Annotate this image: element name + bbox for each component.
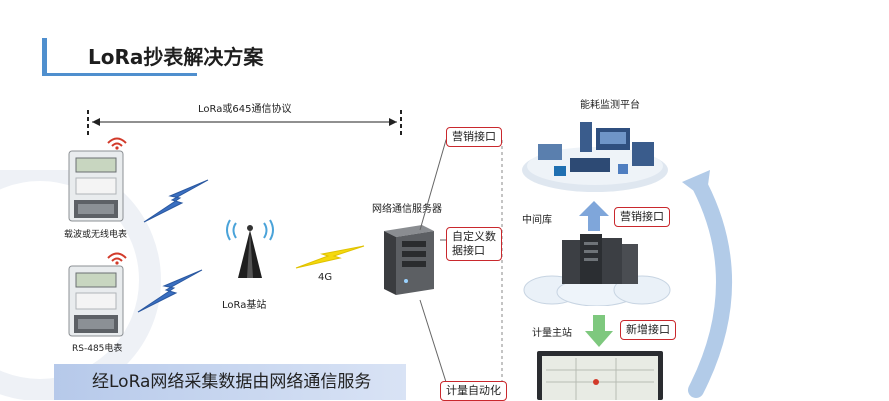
monitor-map-icon <box>537 351 663 400</box>
protocol-dimension-line <box>87 110 402 136</box>
4g-label: 4G <box>318 272 333 283</box>
down-arrow-icon <box>585 315 613 347</box>
carrier-meter-icon <box>68 150 124 222</box>
title-underline <box>42 73 197 76</box>
marketing-interface-badge-2: 营销接口 <box>614 207 670 227</box>
top-meter-label: 载波或无线电表 <box>64 230 128 240</box>
watermark-logo <box>0 170 161 400</box>
network-server-icon <box>384 225 434 295</box>
wireless-signal-icon-2 <box>107 252 127 265</box>
lightning-bolt-icon-2 <box>137 269 203 313</box>
page-title: LoRa抄表解决方案 <box>88 45 264 69</box>
title-accent-bar <box>42 38 47 76</box>
energy-platform-illustration <box>522 122 668 192</box>
lora-base-station-icon <box>226 219 274 278</box>
new-interface-badge: 新增接口 <box>620 320 676 340</box>
server-cluster-cloud-icon <box>523 234 671 306</box>
server-label: 网络通信服务器 <box>372 204 442 215</box>
base-station-label: LoRa基站 <box>222 300 267 311</box>
curved-return-arrow <box>682 170 733 398</box>
master-station-label: 计量主站 <box>532 328 572 339</box>
lightning-bolt-icon <box>143 179 209 223</box>
middleware-label: 中间库 <box>522 215 552 226</box>
metering-automation-badge: 计量自动化 <box>440 381 507 401</box>
custom-interface-line2: 据接口 <box>452 244 485 257</box>
wireless-signal-icon <box>107 137 127 150</box>
rs485-meter-icon <box>68 265 124 337</box>
platform-label: 能耗监测平台 <box>580 100 640 111</box>
up-arrow-icon <box>579 201 609 231</box>
4g-lightning-icon <box>295 245 365 269</box>
bottom-meter-label: RS-485电表 <box>72 344 123 354</box>
marketing-interface-badge: 营销接口 <box>446 127 502 147</box>
custom-interface-line1: 自定义数 <box>452 230 496 243</box>
custom-data-interface-badge: 自定义数 据接口 <box>446 227 502 261</box>
protocol-label: LoRa或645通信协议 <box>198 104 292 115</box>
summary-banner: 经LoRa网络采集数据由网络通信服务 <box>54 364 406 400</box>
